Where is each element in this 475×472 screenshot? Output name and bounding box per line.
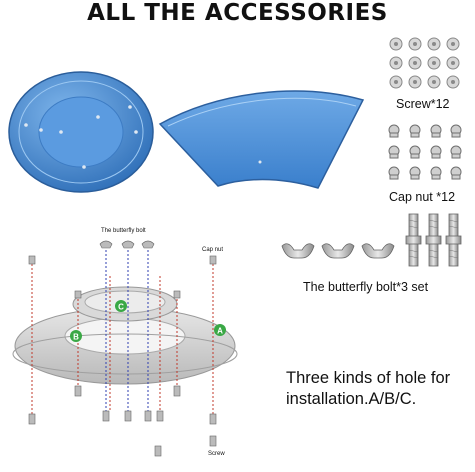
round-plate-image xyxy=(8,71,154,193)
diagram-butterfly-bolt-label: The butterfly bolt xyxy=(101,228,146,234)
butterfly-bolt-label: The butterfly bolt*3 set xyxy=(303,280,429,294)
curved-section-image xyxy=(158,90,365,189)
hole-marker-c: C xyxy=(115,300,127,312)
cap-nut-icon xyxy=(388,124,462,180)
page-title: ALL THE ACCESSORIES xyxy=(87,0,388,26)
cap-nut-label: Cap nut *12 xyxy=(389,190,456,204)
holes-description: Three kinds of hole for installation.A/B… xyxy=(286,369,451,408)
svg-text:C: C xyxy=(118,303,124,312)
svg-text:B: B xyxy=(73,333,79,342)
svg-text:A: A xyxy=(217,327,223,336)
screw-icon xyxy=(389,37,460,89)
diagram-cap-nut-label: Cap nut xyxy=(202,247,224,253)
hole-marker-b: B xyxy=(70,330,82,342)
hole-marker-a: A xyxy=(214,324,226,336)
assembly-diagram: A B C xyxy=(12,240,238,457)
diagram-screw-label: Screw xyxy=(208,451,225,457)
butterfly-bolt-icon xyxy=(281,213,462,267)
screw-label: Screw*12 xyxy=(396,97,450,111)
